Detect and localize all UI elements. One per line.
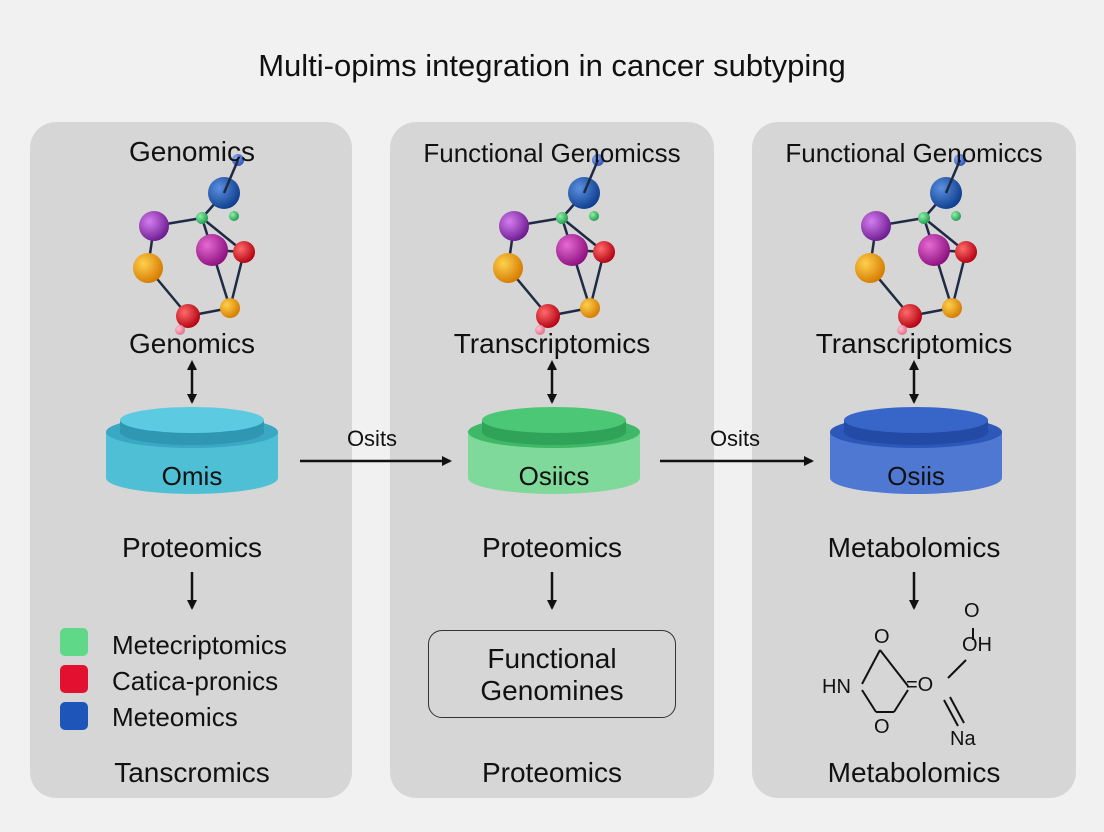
database-cylinder-green: [468, 407, 640, 494]
panel-2-cylinder-label: Osiics: [518, 461, 590, 491]
legend-swatch-green: [60, 628, 88, 656]
chemical-structure-icon: [861, 628, 974, 727]
panel-1-footer: Tanscromics: [114, 757, 270, 788]
panel-3-cylinder-label: Osiis: [887, 461, 945, 491]
database-cylinder-blue: [830, 407, 1002, 494]
panel-2-footer: Proteomics: [481, 757, 623, 788]
chem-label-na: Na: [950, 728, 976, 750]
panel-2-molecule-label: Transcriptomics: [453, 328, 651, 359]
panel-2-mid-label: Proteomics: [481, 532, 623, 563]
diagram-title: Multi-opims integration in cancer subtyp…: [258, 48, 846, 83]
molecule-icon-1: [131, 152, 257, 337]
panel-1-header: Genomics: [128, 136, 256, 167]
panel-3-footer: Metabolomics: [827, 757, 1001, 788]
chem-label-o-top: O: [964, 600, 980, 622]
legend-swatch-blue: [60, 702, 88, 730]
panel-3-header: Functional Genomiccs: [785, 138, 1043, 168]
box-line-2: Genomines: [480, 675, 624, 706]
chem-label-oh: OH: [962, 634, 992, 656]
panel-3-molecule-label: Transcriptomics: [815, 328, 1013, 359]
database-cylinder-teal: [106, 407, 278, 494]
functional-genomics-box: Functional Genomines: [428, 630, 676, 718]
chem-label-hn: HN: [822, 676, 851, 698]
chem-label-double-o: =O: [906, 674, 934, 696]
legend-label-1: Metecriptomics: [112, 630, 287, 660]
panel-1-mid-label: Proteomics: [121, 532, 263, 563]
panel-1-cylinder-label: Omis: [161, 461, 223, 491]
legend-swatch-red: [60, 665, 88, 693]
panel-3-mid-label: Metabolomics: [827, 532, 1001, 563]
molecule-icon-2: [491, 152, 617, 337]
chem-label-o-ring-bottom: O: [874, 716, 890, 738]
chem-label-o-ring-top: O: [874, 626, 890, 648]
panel-2-header: Functional Genomicss: [423, 138, 681, 168]
legend-label-2: Catica-pronics: [112, 666, 279, 696]
connector-label-2: Osits: [709, 426, 761, 451]
panel-1-molecule-label: Genomics: [128, 328, 256, 359]
connector-label-1: Osits: [346, 426, 398, 451]
box-line-1: Functional: [487, 643, 617, 674]
molecule-icon-3: [853, 152, 979, 337]
legend-label-3: Meteomics: [112, 702, 238, 732]
